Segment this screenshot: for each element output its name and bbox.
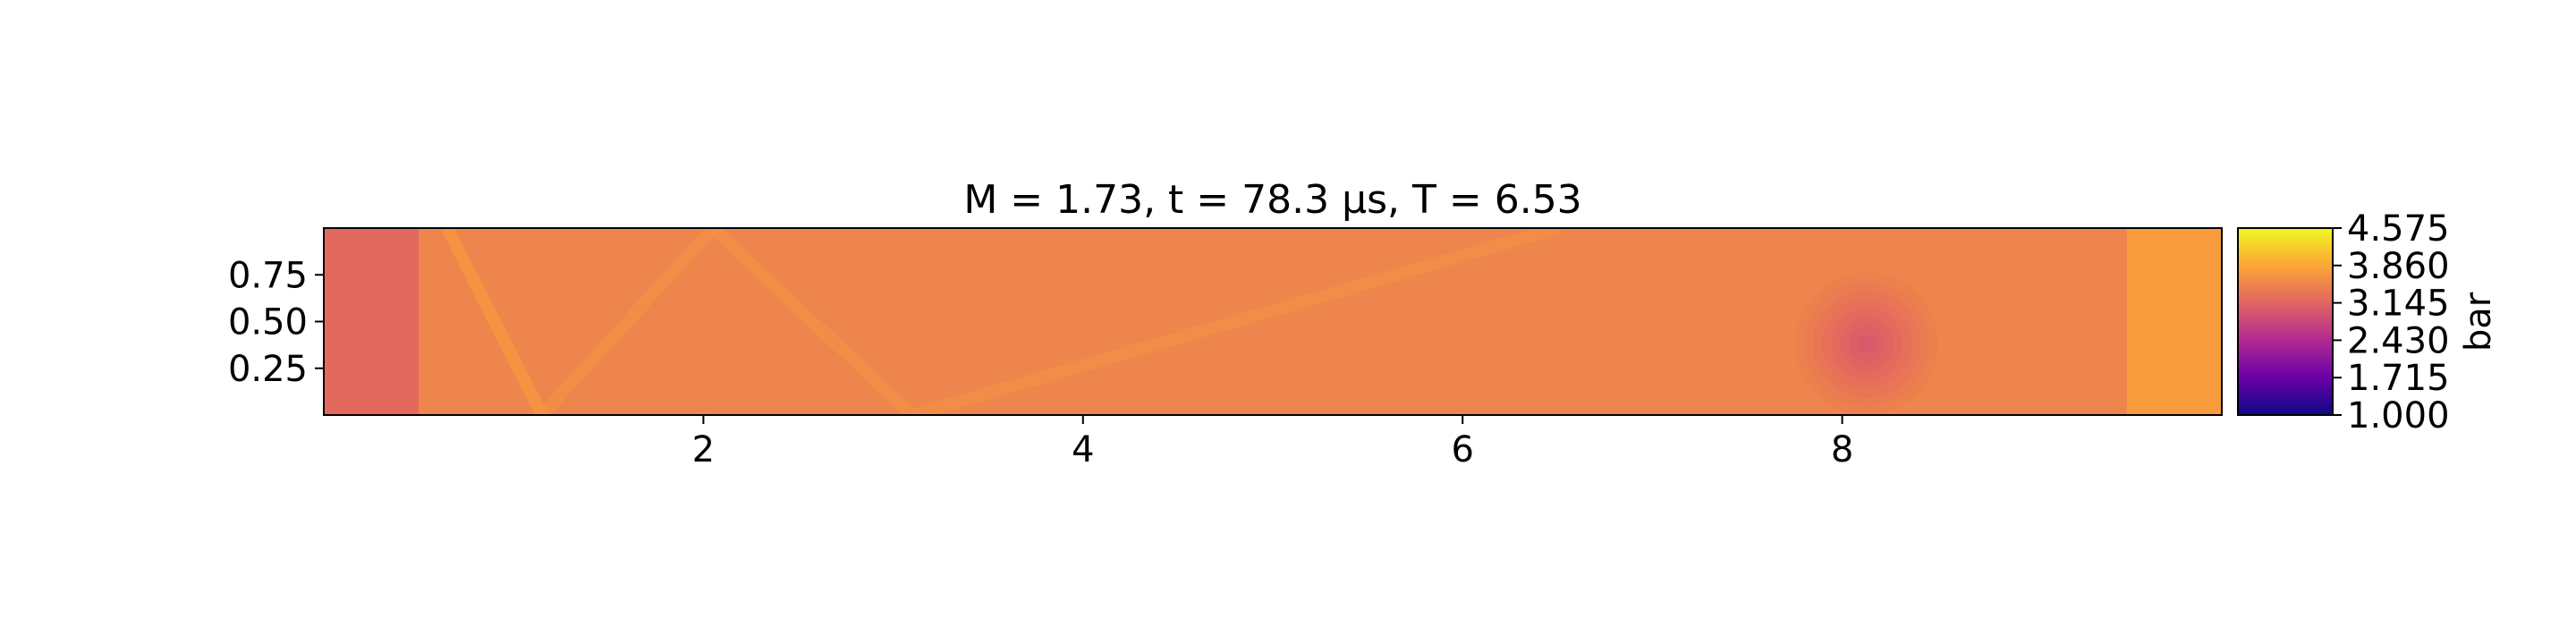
field-shock-line-6: [910, 228, 1560, 415]
field-shock-line-3: [441, 228, 548, 415]
field-shock-line-4: [537, 228, 718, 415]
field-spot-ring-8: [1858, 335, 1877, 353]
chart-title: M = 1.73, t = 78.3 μs, T = 6.53: [963, 177, 1581, 223]
x-tick-label: 2: [692, 429, 715, 470]
x-tick-label: 4: [1072, 429, 1094, 470]
y-axis: 0.75 0.50 0.25: [228, 255, 324, 390]
x-tick-label: 6: [1451, 429, 1473, 470]
colorbar-label: bar: [2458, 292, 2499, 352]
colorbar-tick-label: 2.430: [2347, 320, 2450, 361]
colorbar-tick-label: 3.860: [2347, 246, 2450, 287]
y-tick-label: 0.25: [228, 349, 308, 390]
colorbar-tick-label: 4.575: [2347, 208, 2450, 250]
x-tick-label: 8: [1831, 429, 1853, 470]
colorbar: [2237, 227, 2334, 416]
y-tick-label: 0.50: [228, 302, 308, 343]
y-tick-label: 0.75: [228, 255, 308, 296]
field-shock-line-5: [708, 228, 917, 415]
colorbar-tick-label: 3.145: [2347, 284, 2450, 325]
colorbar-tick-label: 1.715: [2347, 358, 2450, 399]
x-axis: 2 4 6 8: [692, 415, 1853, 470]
field-band-1: [2126, 228, 2222, 415]
colorbar-tick-label: 1.000: [2347, 395, 2450, 436]
heatmap-plot-area: [324, 228, 2222, 415]
field-band-0: [324, 228, 419, 415]
